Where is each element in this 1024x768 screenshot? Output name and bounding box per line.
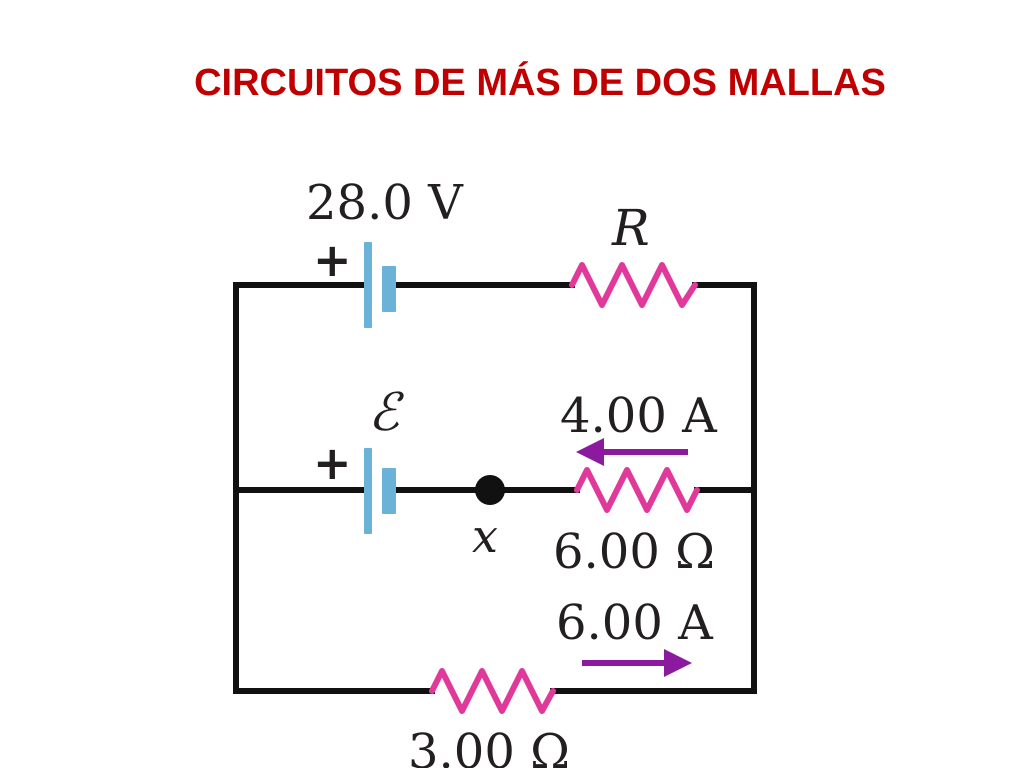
plus-sign-middle: + xyxy=(313,436,352,490)
arrow-icon xyxy=(576,438,688,466)
resistor-zigzag-icon xyxy=(574,467,700,513)
battery-voltage-label: 28.0 V xyxy=(306,175,464,231)
middle-current-label: 4.00 A xyxy=(560,388,718,444)
resistor-zigzag-icon xyxy=(569,262,698,308)
resistor-zigzag-icon xyxy=(429,668,556,714)
middle-resistance-label: 6.00 Ω xyxy=(553,524,715,580)
arrow-icon xyxy=(582,649,692,677)
node-x-label: x xyxy=(472,509,498,563)
emf-label: ℰ xyxy=(368,383,404,443)
plus-sign-top: + xyxy=(313,233,352,287)
battery-icon xyxy=(364,448,396,534)
resistor-r-label: R xyxy=(611,199,650,257)
slide-title: CIRCUITOS DE MÁS DE DOS MALLAS xyxy=(194,62,886,104)
bottom-current-label: 6.00 A xyxy=(556,595,714,651)
node-dot-icon xyxy=(475,475,505,505)
circuit-wires xyxy=(233,282,757,694)
battery-icon xyxy=(364,242,396,328)
bottom-resistance-label: 3.00 Ω xyxy=(408,724,570,768)
